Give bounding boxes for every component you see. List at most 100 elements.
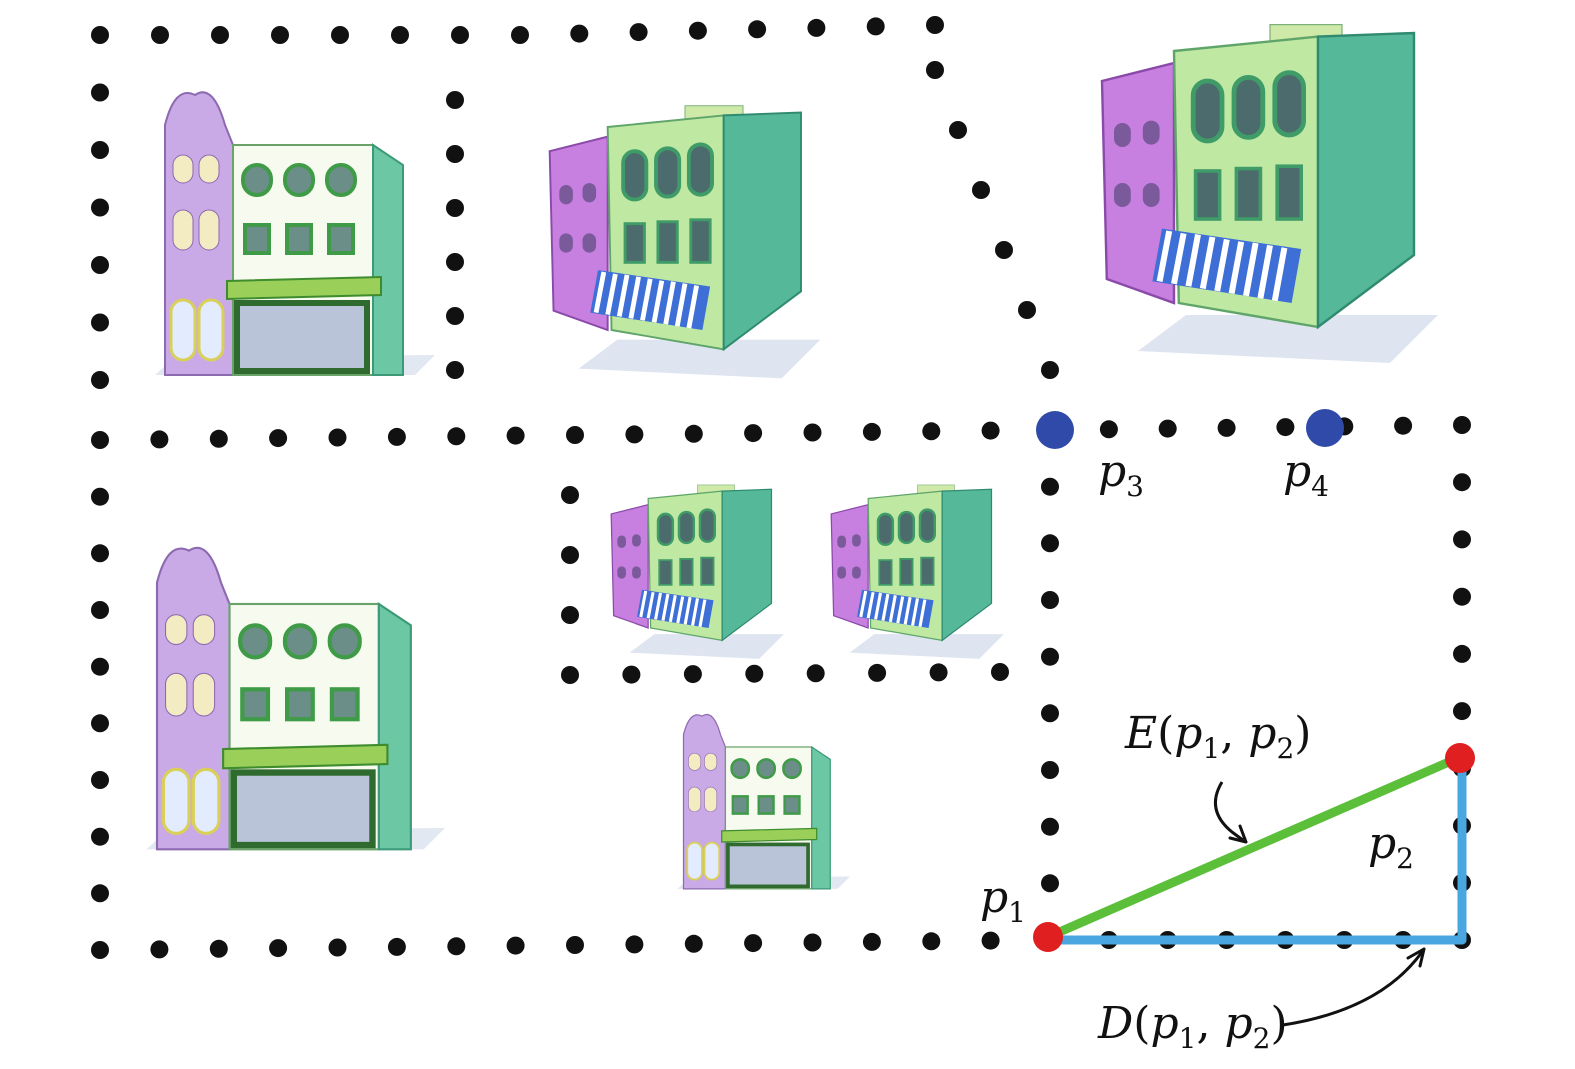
boundary-dot bbox=[91, 657, 109, 676]
boundary-dot bbox=[926, 16, 944, 34]
boundary-dot bbox=[981, 421, 1000, 440]
boundary-dot bbox=[328, 428, 347, 447]
boundary-dot bbox=[150, 430, 169, 449]
boundary-dot bbox=[1453, 644, 1471, 663]
boundary-dot bbox=[926, 61, 944, 79]
boundary-dot bbox=[949, 121, 967, 139]
boundary-dot bbox=[972, 181, 990, 199]
boundary-dot bbox=[1217, 418, 1236, 437]
boundary-dot bbox=[561, 666, 579, 684]
boundary-dot bbox=[803, 423, 822, 442]
boundary-dot bbox=[629, 23, 648, 42]
buildings bbox=[146, 25, 1438, 891]
boundary-dot bbox=[391, 26, 409, 44]
label-euclidean-distance: E(p1, p2) bbox=[1124, 708, 1311, 765]
boundary-dot bbox=[91, 941, 109, 959]
boundary-dot bbox=[211, 26, 229, 44]
boundary-dot bbox=[1041, 874, 1059, 893]
boundary-dot bbox=[1041, 591, 1059, 609]
building-icon bbox=[550, 106, 821, 379]
boundary-dot bbox=[745, 664, 764, 683]
point-p2 bbox=[1445, 743, 1475, 773]
boundary-dot bbox=[981, 931, 1000, 950]
boundary-dot bbox=[91, 827, 109, 846]
boundary-dot bbox=[209, 939, 228, 958]
euclidean-distance-line bbox=[1043, 753, 1463, 942]
boundary-dot bbox=[91, 313, 109, 332]
boundary-dot bbox=[1453, 702, 1471, 721]
boundary-dot bbox=[929, 663, 948, 682]
boundary-dot bbox=[91, 431, 109, 449]
boundary-dot bbox=[269, 429, 288, 448]
label-manhattan-distance: D(p1, p2) bbox=[1097, 998, 1288, 1055]
boundary-dot bbox=[570, 24, 589, 43]
boundary-dot bbox=[803, 933, 822, 952]
boundary-dot bbox=[271, 26, 289, 44]
boundary-dot bbox=[506, 426, 525, 445]
label-p1: p1 bbox=[980, 872, 1026, 929]
euclidean-arrowhead bbox=[1228, 824, 1248, 844]
boundary-dot bbox=[91, 487, 109, 506]
boundary-dot bbox=[1041, 704, 1059, 723]
boundary-dot bbox=[922, 422, 941, 441]
boundary-dot bbox=[807, 18, 826, 37]
boundary-dot bbox=[622, 665, 641, 684]
boundary-dot bbox=[1099, 420, 1118, 439]
boundary-dot bbox=[91, 141, 109, 159]
building-icon bbox=[609, 483, 786, 661]
boundary-dot bbox=[1018, 301, 1036, 319]
boundary-dot bbox=[566, 426, 584, 444]
building-icon bbox=[829, 483, 1006, 661]
boundary-dot bbox=[1158, 419, 1177, 438]
boundary-dot bbox=[151, 26, 169, 44]
boundary-dot bbox=[91, 544, 109, 563]
boundary-dot bbox=[150, 940, 169, 959]
boundary-dot bbox=[561, 606, 579, 624]
boundary-dot bbox=[566, 936, 584, 954]
boundary-dot bbox=[684, 424, 703, 443]
boundary-dot bbox=[806, 664, 825, 683]
boundary-dot bbox=[91, 714, 109, 733]
boundary-dot bbox=[506, 936, 525, 955]
boundary-dot bbox=[683, 665, 702, 684]
label-p4: p4 bbox=[1283, 446, 1329, 503]
boundary-dot bbox=[862, 422, 881, 441]
boundary-dot bbox=[1453, 587, 1471, 606]
boundary-dot bbox=[447, 427, 466, 446]
boundary-dot bbox=[1394, 416, 1413, 435]
dotted-boundaries bbox=[91, 16, 1471, 959]
boundary-dot bbox=[744, 934, 763, 953]
boundary-dot bbox=[91, 601, 109, 619]
manhattan-label-arrow bbox=[1282, 951, 1424, 1027]
boundary-dot bbox=[1041, 534, 1059, 553]
boundary-dot bbox=[209, 429, 228, 448]
boundary-dot bbox=[1453, 416, 1471, 434]
boundary-dot bbox=[91, 26, 109, 44]
boundary-dot bbox=[561, 486, 579, 504]
building-icon bbox=[155, 92, 435, 375]
boundary-dot bbox=[991, 663, 1009, 681]
boundary-dot bbox=[446, 253, 464, 271]
boundary-dot bbox=[328, 938, 347, 957]
point-p1 bbox=[1033, 922, 1063, 952]
boundary-dot bbox=[995, 241, 1013, 259]
boundary-dot bbox=[862, 932, 881, 951]
point-p3 bbox=[1036, 411, 1074, 449]
boundary-dot bbox=[446, 361, 464, 379]
boundary-dot bbox=[688, 21, 707, 40]
building-icon bbox=[146, 548, 445, 850]
boundary-dot bbox=[91, 371, 109, 389]
label-p2: p2 bbox=[1368, 818, 1414, 875]
boundary-dot bbox=[866, 17, 885, 36]
boundary-dot bbox=[91, 198, 109, 217]
boundary-dot bbox=[1041, 817, 1059, 836]
boundary-dot bbox=[1041, 647, 1059, 666]
boundary-dot bbox=[91, 83, 109, 102]
euclidean-label-arrow bbox=[1213, 781, 1244, 842]
boundary-dot bbox=[684, 934, 703, 953]
boundary-dot bbox=[1453, 530, 1471, 549]
boundary-dot bbox=[387, 427, 406, 446]
boundary-dot bbox=[446, 91, 464, 109]
boundary-dot bbox=[91, 884, 109, 903]
building-icon bbox=[675, 712, 850, 891]
